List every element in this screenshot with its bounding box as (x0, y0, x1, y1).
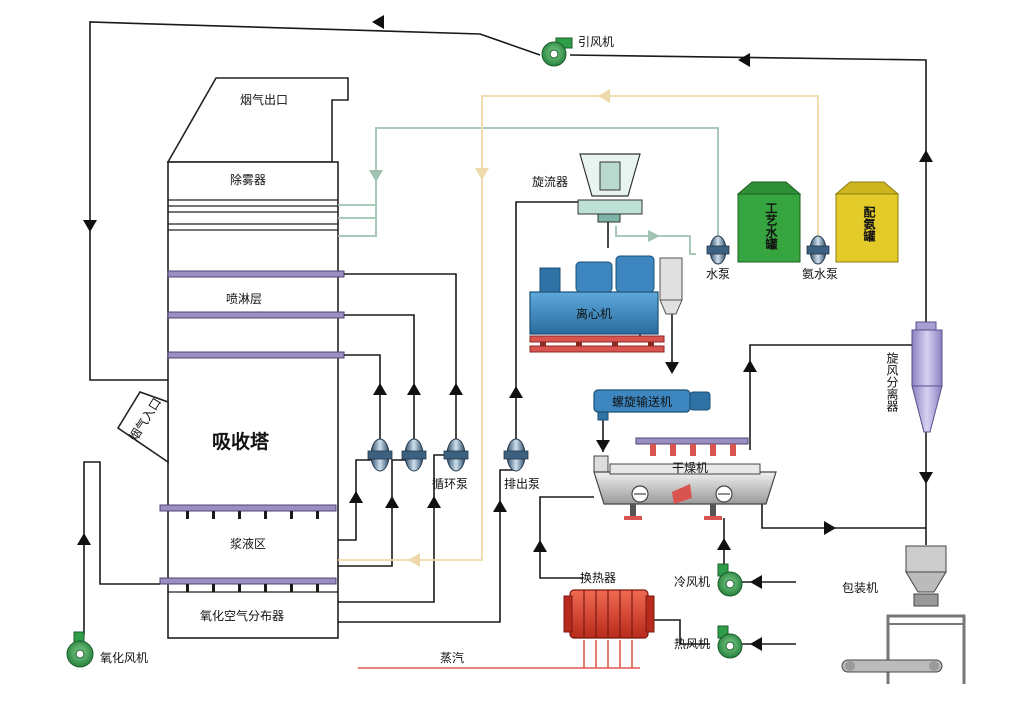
label-heat-exchanger: 换热器 (580, 571, 616, 585)
pump-icon (706, 235, 730, 265)
label-oxidation-fan: 氧化风机 (100, 651, 148, 665)
label-process-tank: 工艺水罐 (764, 202, 778, 250)
slurry-header (159, 504, 337, 512)
ammonia-line (338, 89, 819, 567)
label-dryer: 干燥机 (672, 461, 708, 475)
spray-header-1 (167, 270, 345, 278)
screw-conveyor (593, 389, 711, 421)
label-outlet: 烟气出口 (240, 92, 288, 107)
label-steam: 蒸汽 (440, 650, 464, 665)
hydrocyclone (577, 153, 643, 223)
label-absorber: 吸收塔 (212, 430, 270, 453)
pump-icon (443, 438, 469, 472)
label-induced-fan: 引风机 (578, 35, 614, 49)
pump-icon (367, 438, 393, 472)
centrifugal-fan-icon (717, 563, 743, 597)
ammonia-tank (834, 181, 900, 263)
label-demister: 除雾器 (230, 172, 266, 187)
label-ammonia-tank: 配氨罐 (862, 206, 876, 242)
centrifugal-fan-icon (541, 37, 573, 67)
heat-exchanger (563, 589, 655, 639)
label-oxidation-distributor: 氧化空气分布器 (200, 608, 284, 623)
centrifugal-fan-icon (66, 631, 94, 668)
oxidation-header (159, 577, 337, 585)
dryer (593, 437, 777, 520)
absorber-tower (116, 77, 349, 639)
label-screw-conveyor: 螺旋输送机 (612, 394, 672, 409)
packing-machine (841, 545, 966, 684)
label-slurry-zone: 浆液区 (230, 536, 266, 551)
label-spray-layer: 喷淋层 (226, 292, 262, 306)
steam-lines (358, 640, 640, 669)
spray-header-2 (167, 311, 345, 319)
label-hydrocyclone: 旋流器 (532, 175, 568, 189)
label-cold-fan: 冷风机 (674, 575, 710, 589)
label-centrifuge: 离心机 (576, 306, 612, 321)
pump-icon (503, 438, 529, 472)
label-hot-fan: 热风机 (674, 637, 710, 651)
label-ammonia-pump: 氨水泵 (802, 267, 838, 281)
centrifuge (529, 255, 683, 353)
cyclone-separator (911, 321, 943, 433)
process-water-lines (338, 127, 719, 255)
label-water-pump: 水泵 (706, 267, 730, 281)
label-circulation-pump: 循环泵 (432, 477, 468, 491)
process-water-tank (736, 181, 802, 263)
flue-gas-inlet-duct (116, 391, 169, 464)
centrifugal-fan-icon (717, 625, 743, 659)
label-cyclone-separator: 旋风分离器 (885, 352, 899, 412)
pump-icon (806, 235, 830, 265)
label-discharge-pump: 排出泵 (504, 477, 540, 491)
spray-header-3 (167, 351, 345, 359)
pump-icon (401, 438, 427, 472)
label-packer: 包装机 (842, 581, 878, 595)
